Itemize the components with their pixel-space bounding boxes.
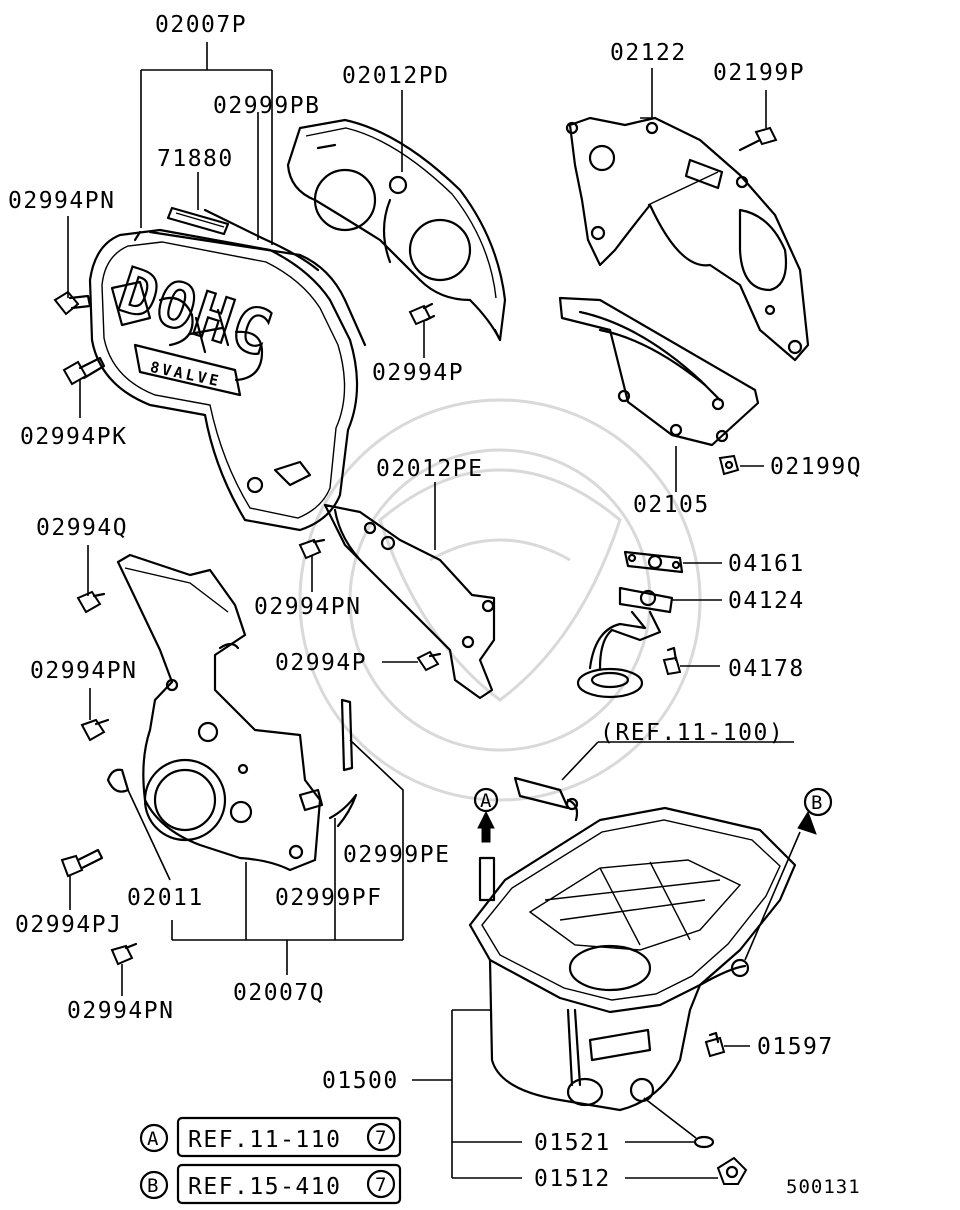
bolt-02994p-b [416, 650, 442, 672]
leader-lines [67, 42, 801, 1179]
label-04178: 04178 [728, 656, 805, 682]
label-02199q: 02199Q [770, 454, 862, 480]
label-02199p: 02199P [713, 60, 805, 86]
bolt-04178 [662, 646, 682, 676]
drain-gasket-01521 [693, 1135, 715, 1149]
ref-a-marker: A [147, 1128, 159, 1150]
label-02011: 02011 [127, 885, 204, 911]
label-02007q: 02007Q [233, 980, 325, 1006]
dipstick-piece [513, 776, 579, 822]
bolt-02994pn-c [80, 718, 110, 742]
part-labels: 02007P 02999PB 71880 02012PD 02122 02199… [8, 12, 862, 1198]
bolt-02994pj [60, 848, 104, 878]
label-02994p-b: 02994P [275, 650, 367, 676]
gasket-02999pf [328, 793, 358, 828]
callout-a-letter: A [480, 790, 492, 812]
label-02012pe: 02012PE [376, 456, 483, 482]
label-01597: 01597 [757, 1034, 834, 1060]
label-02994pn-c: 02994PN [30, 658, 137, 684]
label-02999pb: 02999PB [213, 93, 320, 119]
label-02122: 02122 [610, 40, 687, 66]
label-02994pn-d: 02994PN [67, 998, 174, 1024]
drain-plug-01512 [716, 1156, 748, 1185]
oil-pump-cover-02105 [558, 296, 760, 447]
bolt-02994pk [62, 356, 106, 386]
label-02994p-a: 02994P [372, 360, 464, 386]
bolt-02994q [76, 590, 106, 614]
bolt-02994pn-b [298, 538, 326, 560]
label-02994q: 02994Q [36, 515, 128, 541]
bolt-02994pn-a [53, 290, 92, 316]
label-02999pe: 02999PE [343, 842, 450, 868]
label-02994pk: 02994PK [20, 424, 127, 450]
label-01500: 01500 [322, 1068, 399, 1094]
label-02105: 02105 [633, 492, 710, 518]
label-04161: 04161 [728, 551, 805, 577]
label-02012pd: 02012PD [342, 63, 449, 89]
label-02994pj: 02994PJ [15, 912, 122, 938]
engine-plate-02122 [565, 116, 810, 362]
inner-plate-02012pe [323, 503, 496, 700]
callout-a: A [473, 787, 499, 843]
label-02007p: 02007P [155, 12, 247, 38]
label-01512: 01512 [534, 1166, 611, 1192]
ref-b-circle-number: 7 [375, 1174, 387, 1196]
bolt-01597 [704, 1031, 726, 1058]
upper-timing-cover: DOHC 8VALVE [88, 228, 367, 532]
bolt-02199q [718, 454, 740, 476]
ref-a-circle-number: 7 [375, 1127, 387, 1149]
reference-box-b: B REF.15-410 7 [139, 1163, 402, 1205]
label-71880: 71880 [157, 146, 234, 172]
label-02994pn-b: 02994PN [254, 594, 361, 620]
ref-b-text: REF.15-410 [188, 1174, 341, 1200]
drawing-number: 500131 [786, 1176, 861, 1198]
seal-strip-71880 [166, 206, 230, 236]
bolts [53, 126, 778, 1058]
ref-b-marker: B [147, 1175, 159, 1197]
label-02999pf: 02999PF [275, 885, 382, 911]
label-01521: 01521 [534, 1130, 611, 1156]
lower-timing-cover [116, 553, 324, 872]
oil-strainer-04124 [576, 586, 674, 699]
label-02994pn-a: 02994PN [8, 188, 115, 214]
bolt-02199p [738, 126, 778, 152]
reference-box-a: A REF.11-110 7 [139, 1116, 402, 1158]
label-ref-11-100: (REF.11-100) [600, 720, 784, 746]
bolt-02994p-a [408, 302, 436, 326]
cover-valve-text: 8VALVE [149, 358, 223, 391]
label-04124: 04124 [728, 588, 805, 614]
ref-a-text: REF.11-110 [188, 1127, 341, 1153]
oil-gasket-04161 [623, 550, 684, 574]
callout-b: B [797, 787, 833, 835]
rear-plate-02012pd [286, 118, 507, 342]
gasket-02999pe [340, 698, 354, 772]
callout-b-letter: B [811, 792, 823, 814]
gasket-02999pb [203, 208, 320, 272]
bolt-02994pn-d [110, 942, 138, 966]
grommet-02011 [106, 768, 130, 793]
